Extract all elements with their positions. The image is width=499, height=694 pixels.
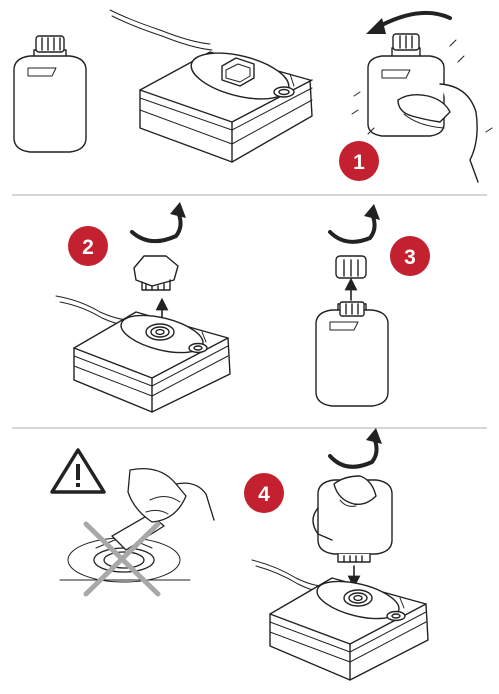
bottle-cap bbox=[336, 256, 366, 278]
section-1 bbox=[14, 10, 492, 182]
base-station bbox=[110, 10, 312, 162]
rotate-arrow-icon bbox=[132, 212, 181, 241]
forbidden-action bbox=[60, 469, 214, 582]
section-4 bbox=[252, 428, 428, 680]
step-2-badge: 2 bbox=[68, 226, 108, 266]
rotate-arrowhead-icon bbox=[366, 428, 382, 444]
rotate-arrow-icon bbox=[376, 13, 450, 28]
step-1-badge: 1 bbox=[339, 141, 379, 181]
rotate-arrowhead-icon bbox=[366, 18, 386, 34]
inverted-bottle bbox=[313, 476, 392, 562]
rotate-arrowhead-icon bbox=[170, 202, 186, 218]
hex-cap bbox=[134, 256, 178, 290]
rotate-arrow-icon bbox=[330, 214, 375, 242]
step-3-number: 3 bbox=[404, 246, 416, 269]
section-3 bbox=[316, 204, 388, 406]
rotate-arrow-icon bbox=[330, 438, 377, 467]
step-2-number: 2 bbox=[82, 236, 94, 259]
step-4-badge: 4 bbox=[244, 473, 284, 513]
step-4-number: 4 bbox=[258, 483, 270, 506]
base-station bbox=[252, 560, 428, 680]
step-1-number: 1 bbox=[353, 151, 365, 174]
rotate-arrowhead-icon bbox=[364, 204, 380, 220]
base-station bbox=[56, 296, 230, 412]
step-3-badge: 3 bbox=[390, 236, 430, 276]
warning-triangle-icon bbox=[52, 450, 104, 492]
open-bottle bbox=[316, 302, 388, 406]
bottle-with-cap bbox=[14, 36, 86, 152]
